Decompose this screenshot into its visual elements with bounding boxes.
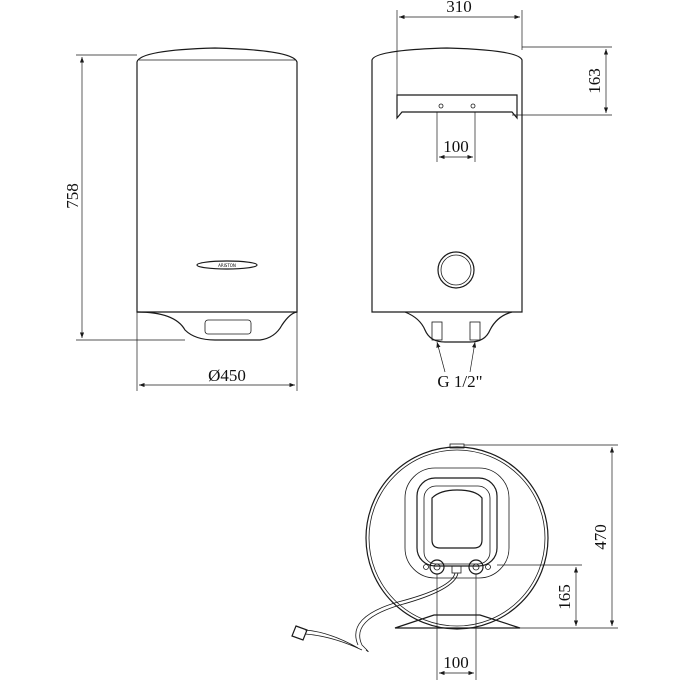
element-flange — [431, 489, 483, 549]
heater-body — [136, 47, 298, 313]
outlet-pipe — [469, 321, 481, 341]
connection-thread-label: G 1/2" — [437, 372, 482, 391]
bracket-holes-label: 100 — [443, 137, 469, 156]
logo-badge — [196, 260, 258, 270]
depth-dimension-label: 470 — [591, 524, 610, 550]
diameter-dimension-label: Ø450 — [208, 366, 246, 385]
inlet-connection — [429, 559, 445, 575]
flange-circle — [437, 251, 475, 289]
front-view: ARISTON 758 Ø450 — [63, 47, 298, 391]
bracket-width-label: 310 — [446, 0, 472, 16]
power-plug — [291, 625, 308, 641]
heater-body-rear — [371, 47, 523, 313]
height-dimension-label: 758 — [63, 183, 82, 209]
support-base — [394, 614, 521, 629]
cover-outer — [404, 467, 510, 579]
outlet-connection — [468, 559, 484, 575]
bottom-view: 470 165 100 — [291, 443, 618, 680]
tank-outline — [365, 446, 549, 630]
wall-bracket — [396, 94, 518, 120]
power-cable — [355, 572, 459, 653]
display-icon — [204, 319, 252, 335]
pipe-spacing-label: 100 — [443, 653, 469, 672]
inlet-pipe — [431, 321, 443, 341]
connection-cover — [404, 311, 513, 343]
rear-view: 310 163 100 G 1/2" — [371, 0, 612, 391]
connection-height-label: 165 — [555, 584, 574, 610]
bracket-height-label: 163 — [585, 68, 604, 94]
control-panel — [136, 311, 298, 341]
logo-text: ARISTON — [218, 263, 236, 268]
